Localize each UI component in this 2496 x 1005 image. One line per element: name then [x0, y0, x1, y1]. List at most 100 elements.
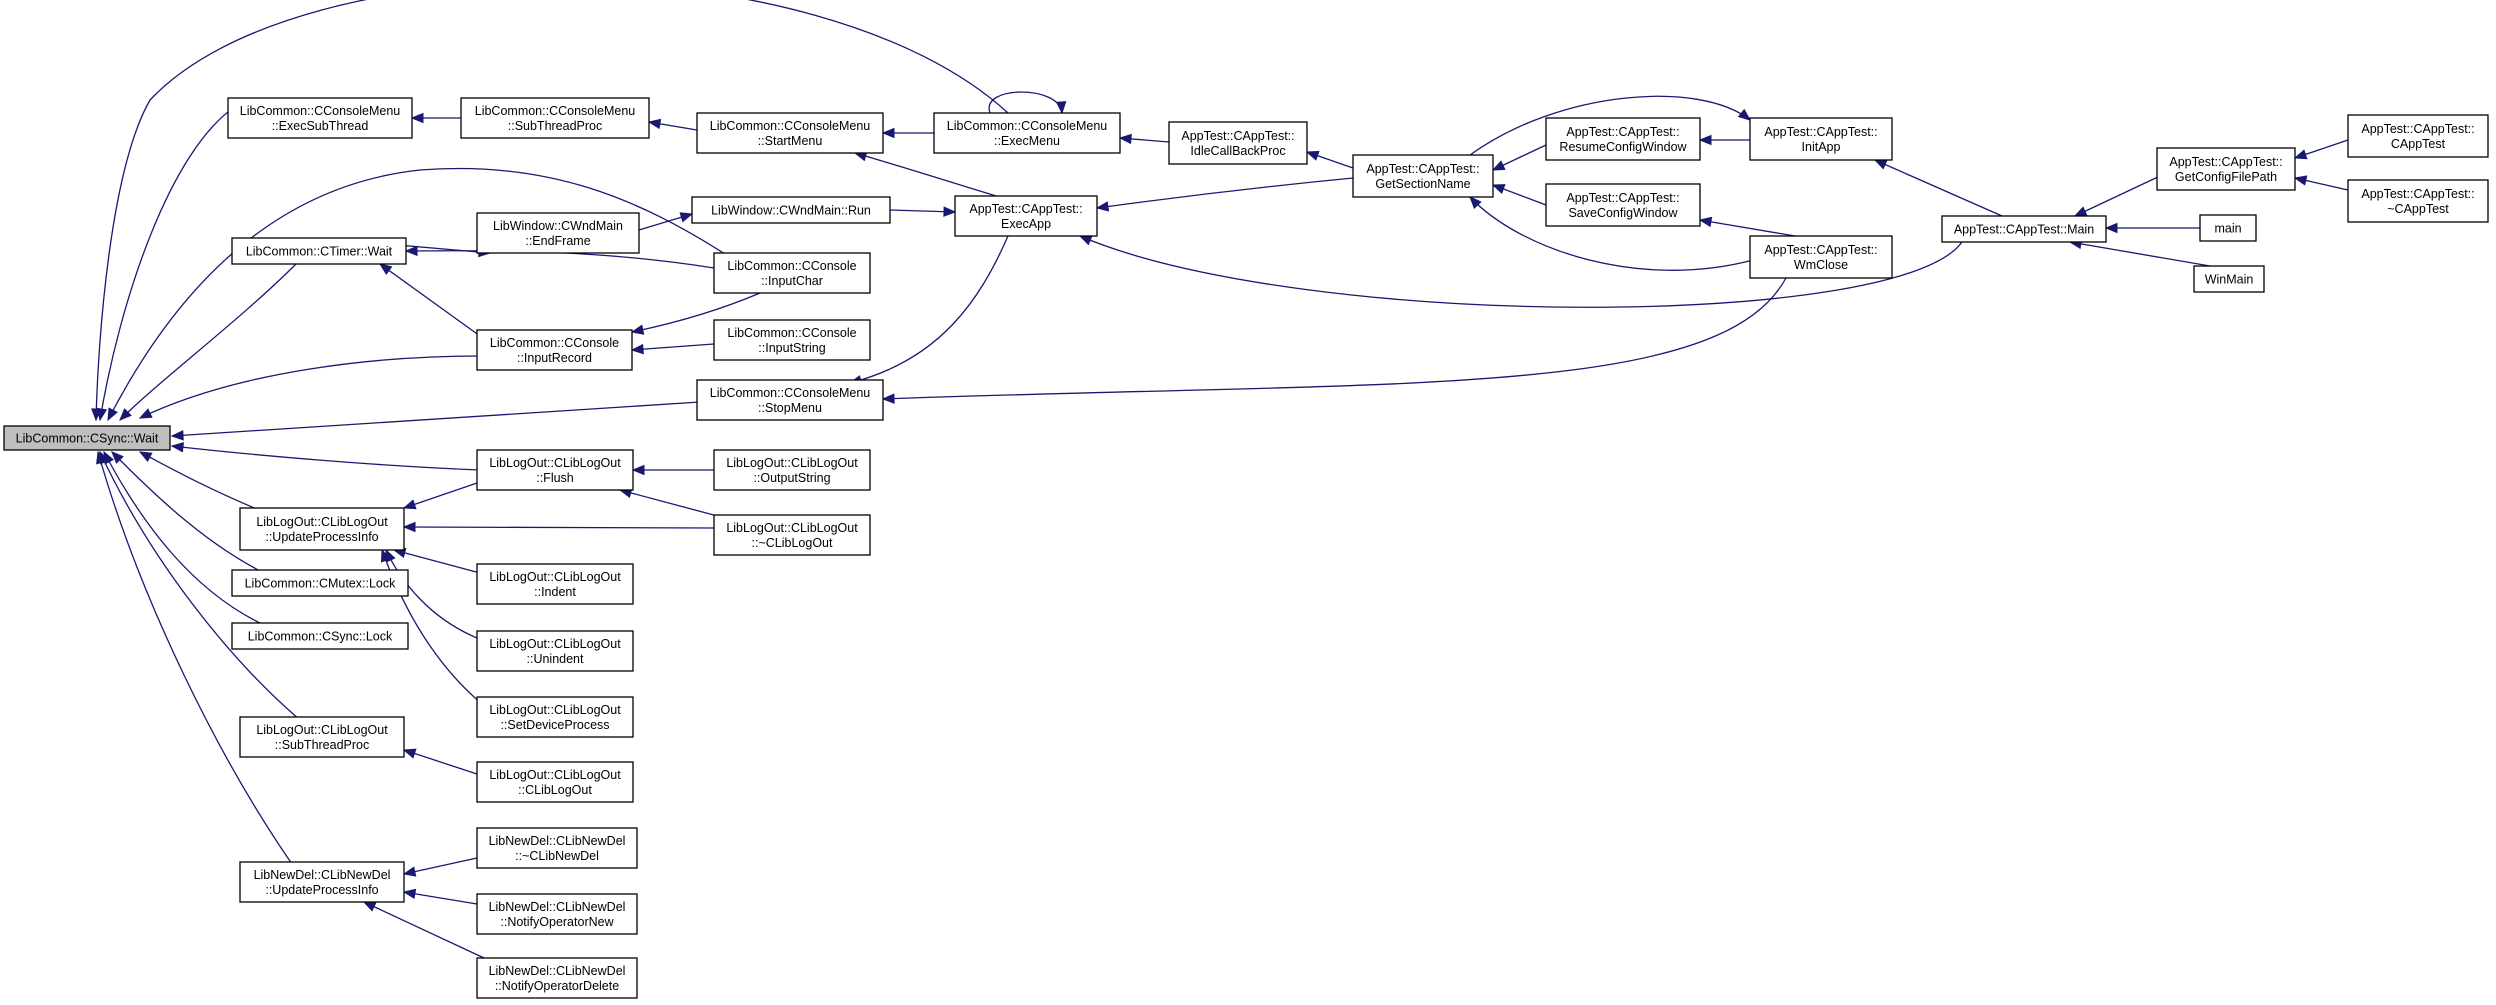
node-notify-delete[interactable]: LibNewDel::CLibNewDel::NotifyOperatorDel… — [476, 957, 638, 999]
edge-input_string-to-input_record — [631, 343, 715, 351]
edge-exec_menu-to-exec_menu — [988, 91, 1063, 114]
node-input-string[interactable]: LibCommon::CConsole::InputString — [713, 319, 871, 361]
arrowhead-start_menu-to-sub_thread_proc_menu — [647, 118, 662, 130]
arrowhead-wm_close-to-save_config — [1698, 216, 1713, 228]
node-dtor-libnewdel[interactable]: LibNewDel::CLibNewDel::~CLibNewDel — [476, 827, 638, 869]
node-box — [460, 97, 650, 139]
node-input-char[interactable]: LibCommon::CConsole::InputChar — [713, 252, 871, 294]
node-logout-flush[interactable]: LibLogOut::CLibLogOut::Flush — [476, 449, 634, 491]
edge-input_char-to-sync_wait — [107, 167, 726, 421]
arrowhead-idle_callback-to-exec_menu — [1118, 133, 1132, 145]
node-main-fn[interactable]: main — [2199, 214, 2257, 242]
arrowhead-apptest_main-to-init_app — [1873, 159, 1888, 170]
node-apptest-main[interactable]: AppTest::CAppTest::Main — [1941, 215, 2107, 243]
node-wnd-run[interactable]: LibWindow::CWndMain::Run — [691, 196, 891, 224]
node-mutex-lock[interactable]: LibCommon::CMutex::Lock — [231, 569, 409, 597]
node-label: LibLogOut::CLibLogOut — [726, 521, 858, 535]
node-exec-menu[interactable]: LibCommon::CConsoleMenu::ExecMenu — [933, 112, 1121, 154]
node-label: ::NotifyOperatorNew — [500, 915, 614, 929]
node-label: LibCommon::CConsole — [727, 259, 856, 273]
edge-wm_close-to-save_config — [1699, 219, 1796, 237]
node-box — [2347, 179, 2489, 223]
node-box — [476, 630, 634, 672]
node-wm-close[interactable]: AppTest::CAppTest::WmClose — [1749, 235, 1893, 279]
node-box — [1352, 154, 1494, 198]
node-logout-update[interactable]: LibLogOut::CLibLogOut::UpdateProcessInfo — [239, 507, 405, 551]
node-box — [696, 112, 884, 154]
node-stop-menu[interactable]: LibCommon::CConsoleMenu::StopMenu — [696, 379, 884, 421]
node-wnd-end-frame[interactable]: LibWindow::CWndMain::EndFrame — [476, 212, 640, 254]
node-set-device-process[interactable]: LibLogOut::CLibLogOut::SetDeviceProcess — [476, 696, 634, 738]
arrowhead-input_char-to-timer_wait — [404, 245, 418, 257]
node-label: ExecApp — [1001, 217, 1051, 231]
node-get-section-name[interactable]: AppTest::CAppTest::GetSectionName — [1352, 154, 1494, 198]
node-logout-indent[interactable]: LibLogOut::CLibLogOut::Indent — [476, 563, 634, 605]
node-dtor-liblogout[interactable]: LibLogOut::CLibLogOut::~CLibLogOut — [713, 514, 871, 556]
node-label: CAppTest — [2391, 137, 2446, 151]
node-box — [713, 449, 871, 491]
node-sync-wait[interactable]: LibCommon::CSync::Wait — [3, 425, 171, 451]
node-sync-lock[interactable]: LibCommon::CSync::Lock — [231, 622, 409, 650]
edge-get_section_name-to-exec_app — [1096, 177, 1354, 209]
edge-dtor_liblogout-to-logout_update — [403, 526, 715, 529]
node-label: LibCommon::CConsole — [490, 336, 619, 350]
edge-winmain-to-apptest_main — [2069, 241, 2211, 267]
node-input-record[interactable]: LibCommon::CConsole::InputRecord — [476, 329, 633, 371]
node-label: GetSectionName — [1375, 177, 1470, 191]
edge-dtor_liblogout-to-logout_flush — [619, 489, 726, 519]
node-box — [476, 696, 634, 738]
arrowhead-input_char-to-sync_wait — [107, 407, 118, 422]
arrowhead-get_section_name-to-exec_app — [1095, 201, 1110, 212]
node-label: LibLogOut::CLibLogOut — [256, 515, 388, 529]
node-box — [476, 212, 640, 254]
node-logout-unindent[interactable]: LibLogOut::CLibLogOut::Unindent — [476, 630, 634, 672]
node-dtor-apptest[interactable]: AppTest::CAppTest::~CAppTest — [2347, 179, 2489, 223]
node-box — [2199, 214, 2257, 242]
node-box — [1545, 117, 1701, 161]
node-ctor-apptest[interactable]: AppTest::CAppTest::CAppTest — [2347, 114, 2489, 158]
arrowhead-input_record-to-timer_wait — [378, 263, 393, 275]
node-label: ::InputString — [758, 341, 825, 355]
arrowhead-apptest_main-to-exec_app — [1078, 235, 1093, 246]
node-label: LibNewDel::CLibNewDel — [254, 868, 391, 882]
node-label: AppTest::CAppTest:: — [2169, 155, 2282, 169]
node-exec-sub-thread[interactable]: LibCommon::CConsoleMenu::ExecSubThread — [227, 97, 413, 139]
node-exec-app[interactable]: AppTest::CAppTest::ExecApp — [954, 195, 1098, 237]
node-timer-wait[interactable]: LibCommon::CTimer::Wait — [231, 237, 407, 265]
node-notify-new[interactable]: LibNewDel::CLibNewDel::NotifyOperatorNew — [476, 893, 638, 935]
node-newdel-update[interactable]: LibNewDel::CLibNewDel::UpdateProcessInfo — [239, 861, 405, 903]
node-start-menu[interactable]: LibCommon::CConsoleMenu::StartMenu — [696, 112, 884, 154]
node-box — [2193, 265, 2265, 293]
node-sub-thread-proc-menu[interactable]: LibCommon::CConsoleMenu::SubThreadProc — [460, 97, 650, 139]
node-logout-sub-thread[interactable]: LibLogOut::CLibLogOut::SubThreadProc — [239, 716, 405, 758]
node-label: ::InputRecord — [517, 351, 592, 365]
node-label: LibLogOut::CLibLogOut — [256, 723, 388, 737]
arrowhead-notify_delete-to-newdel_update — [362, 901, 377, 912]
node-ctor-liblogout[interactable]: LibLogOut::CLibLogOut::CLibLogOut — [476, 761, 634, 803]
node-resume-config[interactable]: AppTest::CAppTest::ResumeConfigWindow — [1545, 117, 1701, 161]
arrowhead-input_string-to-input_record — [630, 343, 644, 355]
node-box — [476, 449, 634, 491]
arrowhead-exec_menu-to-exec_menu — [1055, 101, 1067, 115]
node-get-config-path[interactable]: AppTest::CAppTest::GetConfigFilePath — [2156, 147, 2296, 191]
node-box — [476, 761, 634, 803]
arrowhead-exec_menu-to-sync_wait — [91, 408, 102, 422]
node-idle-callback[interactable]: AppTest::CAppTest::IdleCallBackProc — [1168, 121, 1308, 165]
node-box — [691, 196, 891, 224]
edge-exec_sub_thread-to-sync_wait — [99, 105, 237, 421]
arrowhead-dtor_liblogout-to-logout_update — [402, 521, 416, 533]
node-label: ~CAppTest — [2387, 202, 2449, 216]
node-output-string[interactable]: LibLogOut::CLibLogOut::OutputString — [713, 449, 871, 491]
node-label: ::InputChar — [761, 274, 823, 288]
node-winmain[interactable]: WinMain — [2193, 265, 2265, 293]
node-box — [713, 319, 871, 361]
node-label: LibCommon::CConsoleMenu — [475, 104, 636, 118]
node-label: WinMain — [2205, 273, 2254, 287]
arrowhead-set_device_process-to-logout_update — [380, 548, 391, 563]
node-label: AppTest::CAppTest::Main — [1954, 223, 2094, 237]
node-save-config[interactable]: AppTest::CAppTest::SaveConfigWindow — [1545, 183, 1701, 227]
node-init-app[interactable]: AppTest::CAppTest::InitApp — [1749, 117, 1893, 161]
node-label: ::UpdateProcessInfo — [265, 530, 378, 544]
node-label: LibCommon::CTimer::Wait — [246, 245, 393, 259]
node-label: ::NotifyOperatorDelete — [495, 979, 619, 993]
